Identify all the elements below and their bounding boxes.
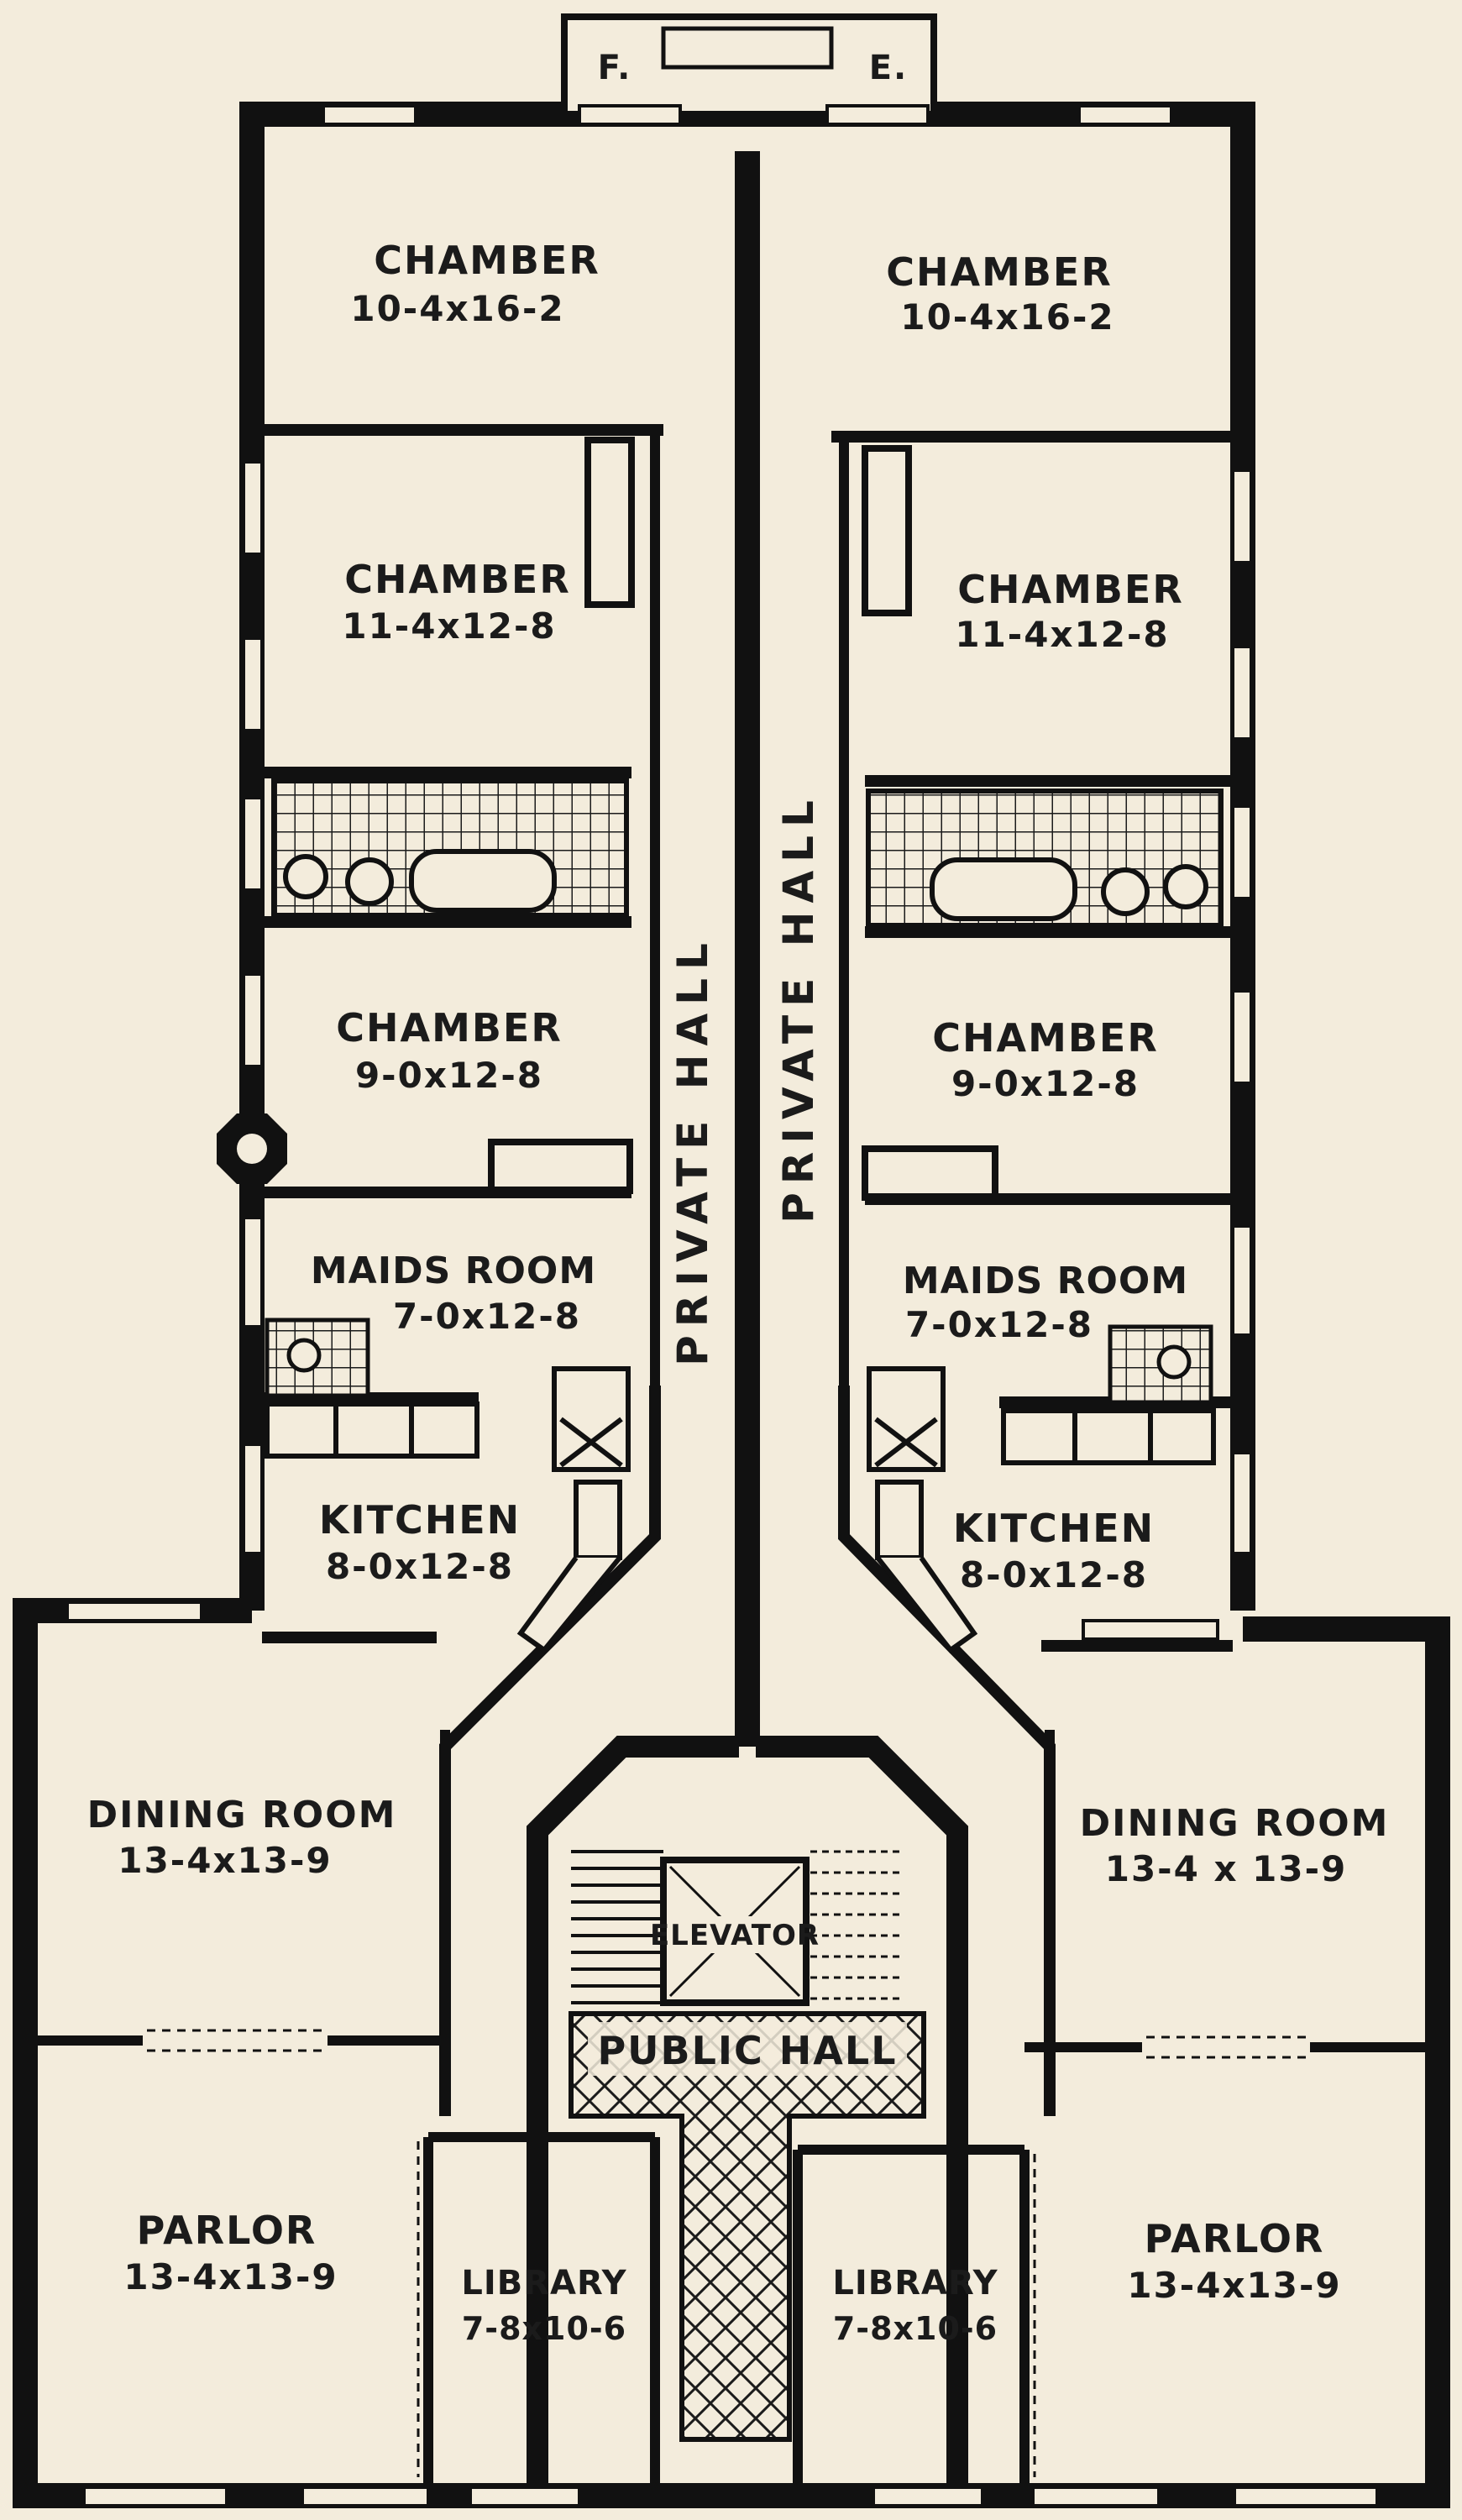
parlor-right-dims: 13-4x13-9: [1127, 2265, 1341, 2306]
library-right-name: LIBRARY: [832, 2264, 998, 2303]
library-left-name: LIBRARY: [461, 2264, 626, 2303]
door-openings: [147, 2029, 1306, 2477]
chamber-1-right-name: CHAMBER: [886, 249, 1113, 295]
elevator-label: ELEVATOR: [650, 1919, 820, 1952]
kitchen-fixtures: [265, 1401, 1216, 1465]
closets: [488, 437, 998, 1201]
bay-window: [217, 1113, 287, 1184]
fireplace-label-e: E.: [869, 49, 909, 87]
chamber-3-left-name: CHAMBER: [336, 1005, 563, 1050]
chamber-2-left-name: CHAMBER: [344, 557, 571, 602]
library-right-dims: 7-8x10-6: [833, 2310, 998, 2347]
windows: [66, 104, 1379, 2507]
public-hall-floor: PUBLIC HALL: [569, 2011, 926, 2442]
chamber-1-left-name: CHAMBER: [374, 238, 600, 283]
maids-fixture-right: [1108, 1324, 1213, 1405]
private-hall-left-label: PRIVATE HALL: [668, 935, 717, 1366]
kitchen-right-dims: 8-0x12-8: [960, 1554, 1148, 1595]
bathroom-right: [866, 788, 1224, 928]
chamber-2-right-name: CHAMBER: [957, 567, 1184, 612]
chamber-2-right-dims: 11-4x12-8: [955, 614, 1169, 655]
chamber-3-right-dims: 9-0x12-8: [951, 1063, 1140, 1104]
kitchen-right-name: KITCHEN: [953, 1506, 1155, 1551]
fireplace-label-f: F.: [598, 49, 632, 87]
parlor-right-name: PARLOR: [1145, 2216, 1325, 2261]
chamber-2-left-dims: 11-4x12-8: [342, 605, 556, 647]
maids-left-name: MAIDS ROOM: [311, 1250, 596, 1292]
dining-left-dims: 13-4x13-9: [118, 1840, 332, 1881]
chamber-1-left-dims: 10-4x16-2: [350, 288, 564, 329]
private-hall-right-label: PRIVATE HALL: [774, 792, 823, 1223]
kitchen-left-dims: 8-0x12-8: [326, 1546, 514, 1587]
fireplace: F. E.: [561, 13, 937, 118]
bathroom-left: [271, 778, 629, 918]
parlor-left-name: PARLOR: [137, 2208, 317, 2253]
chamber-3-left-dims: 9-0x12-8: [355, 1055, 543, 1096]
dining-right-name: DINING ROOM: [1080, 1802, 1390, 1845]
interior-walls: [35, 151, 1428, 2486]
library-left-dims: 7-8x10-6: [462, 2310, 626, 2347]
chamber-3-right-name: CHAMBER: [932, 1015, 1159, 1061]
parlor-left-dims: 13-4x13-9: [123, 2256, 338, 2297]
public-hall-label: PUBLIC HALL: [597, 2028, 897, 2073]
room-labels: CHAMBER 10-4x16-2 CHAMBER 10-4x16-2 CHAM…: [87, 238, 1390, 2347]
dumbwaiters: [516, 1366, 978, 1654]
dining-right-dims: 13-4 x 13-9: [1105, 1848, 1348, 1889]
stairs-right: [810, 1850, 903, 2000]
maids-left-dims: 7-0x12-8: [393, 1296, 581, 1337]
chamber-1-right-dims: 10-4x16-2: [900, 296, 1114, 338]
kitchen-left-name: KITCHEN: [319, 1497, 521, 1543]
dining-left-name: DINING ROOM: [87, 1794, 397, 1836]
elevator: ELEVATOR: [650, 1857, 820, 2006]
stairs-left: [571, 1850, 663, 2004]
maids-right-dims: 7-0x12-8: [905, 1304, 1093, 1345]
maids-fixture-left: [265, 1318, 370, 1398]
maids-right-name: MAIDS ROOM: [903, 1260, 1188, 1302]
